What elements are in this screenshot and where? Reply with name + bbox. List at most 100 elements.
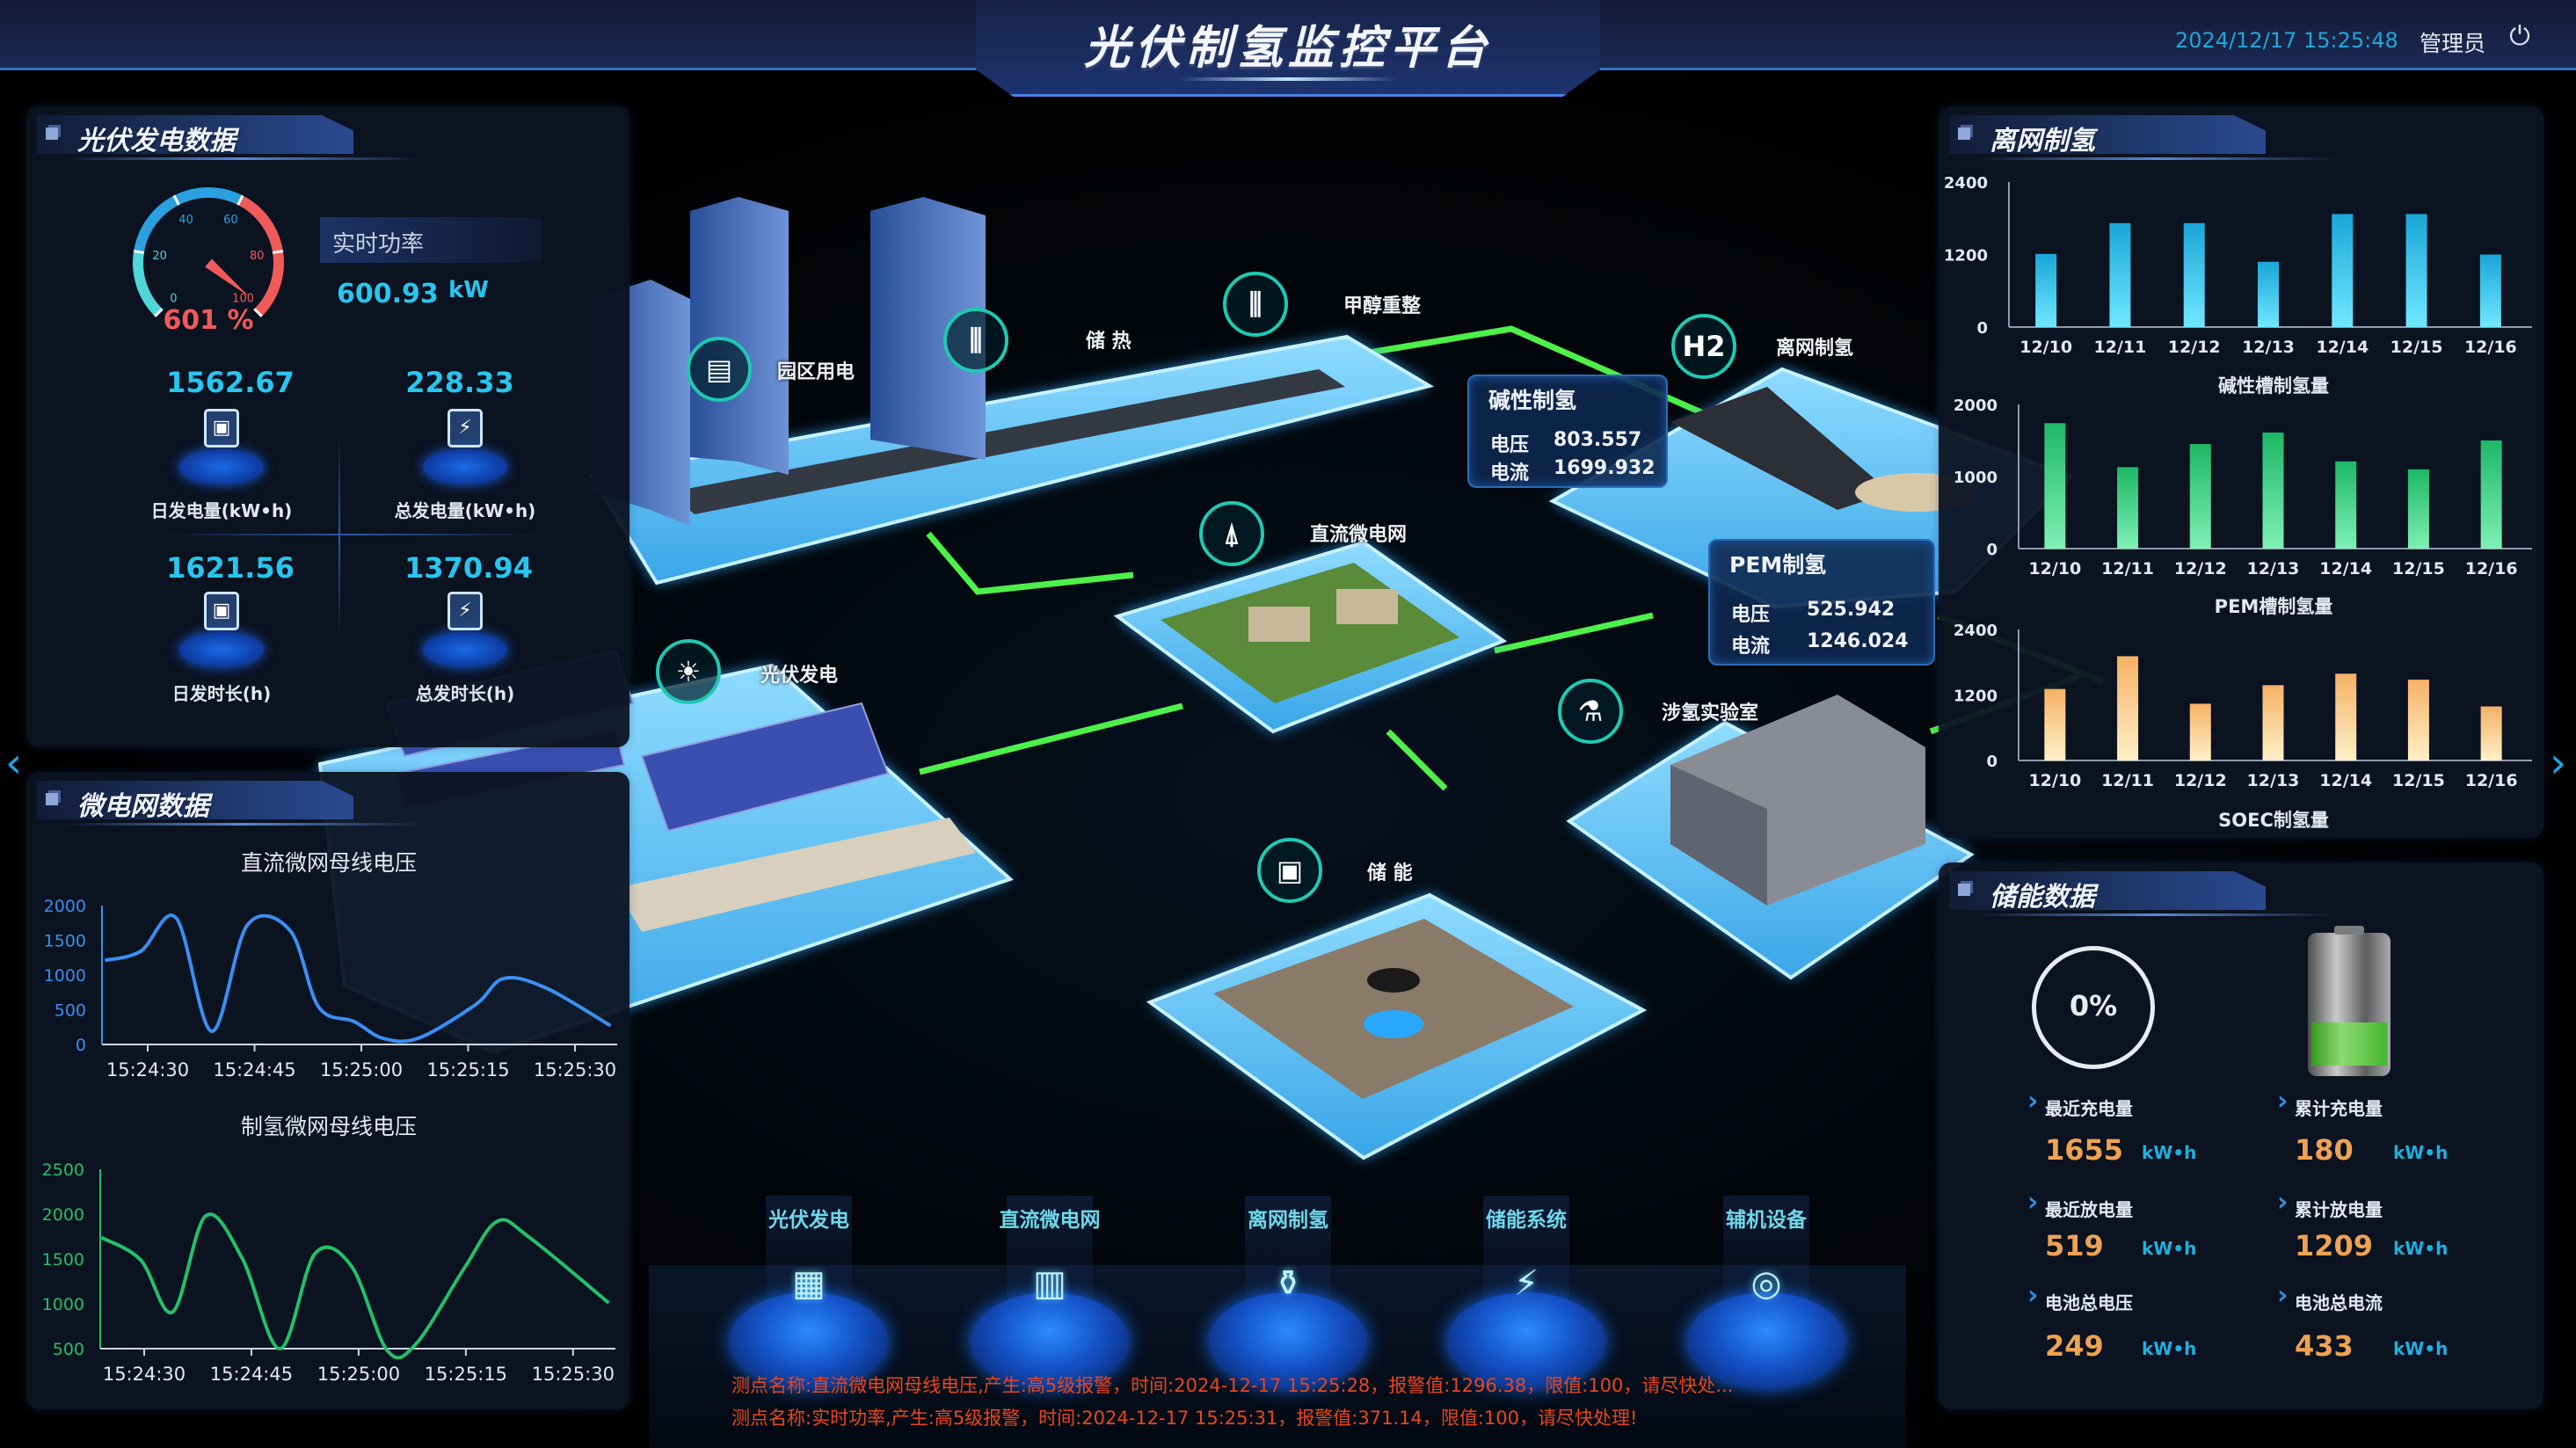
storage-stat-label: 电池总电压 [2027, 1280, 2133, 1314]
storage-stat-unit: kW•h [2142, 1142, 2197, 1163]
nav-pedestal [1687, 1292, 1845, 1389]
panel-square-icon [46, 793, 58, 805]
storage-stat-label: 电池总电流 [2277, 1280, 2383, 1314]
panel-header: 储能数据 [1939, 871, 2543, 916]
battery-level-fill [2311, 1022, 2387, 1066]
daily-energy-value: 1562.67 [166, 366, 295, 399]
panel-header: 离网制氢 [1939, 115, 2543, 160]
panel-header: 微电网数据 [26, 781, 629, 826]
solar-panel-icon: ▦ [792, 1263, 826, 1304]
storage-stat-unit: kW•h [2142, 1338, 2197, 1359]
platform-park[interactable] [588, 334, 1435, 586]
voltage-label: 电压 [1731, 604, 1771, 626]
voltage-label: 电压 [1490, 434, 1530, 456]
h2-bus-chart-title: 制氢微网母线电压 [240, 1114, 418, 1139]
map-label-pv[interactable]: 光伏发电 [760, 665, 839, 687]
panel-square-icon [46, 127, 58, 140]
storage-stat-unit: kW•h [2393, 1338, 2449, 1359]
platform-lab[interactable] [1566, 695, 1975, 980]
nav-pedestal [1447, 1292, 1605, 1389]
flask-icon[interactable]: ⚗ [1558, 679, 1623, 744]
storage-stat-value: 249 [2045, 1329, 2104, 1363]
soc-value: 0% [2069, 989, 2118, 1022]
storage-stat-value: 433 [2295, 1329, 2354, 1363]
map-label-storage[interactable]: 储 能 [1367, 862, 1413, 884]
title-tab: 光伏制氢监控平台 [976, 0, 1600, 97]
realtime-power-value: 600.93 [337, 279, 439, 309]
control-cabinet-icon: ▥ [1033, 1263, 1066, 1304]
nav-pedestal [730, 1292, 888, 1389]
power-icon[interactable]: ⏻ [2509, 21, 2530, 52]
storage-stat-unit: kW•h [2393, 1238, 2449, 1259]
voltage-value: 525.942 [1807, 599, 1896, 621]
user-name[interactable]: 管理员 [2420, 31, 2486, 56]
storage-stat-value: 180 [2295, 1133, 2354, 1167]
nav-item-1[interactable]: 光伏发电 ▦ [725, 1196, 892, 1389]
meter-icon: ▣ [179, 405, 264, 484]
chevron-right-icon[interactable]: › [2550, 739, 2567, 788]
current-label: 电流 [1490, 462, 1530, 484]
page-title: 光伏制氢监控平台 [1083, 22, 1492, 75]
map-label-methanol[interactable]: 甲醇重整 [1343, 295, 1422, 317]
signal-tower-icon[interactable]: ⍋ [1199, 501, 1264, 566]
panel-square-icon [1958, 884, 1970, 896]
map-label-heat-storage[interactable]: 储 热 [1086, 331, 1132, 353]
nav-label: 储能系统 [1486, 1209, 1567, 1232]
battery-icon: ⚡ [1513, 1263, 1539, 1304]
daily-energy-label: 日发电量(kW•h) [150, 500, 293, 521]
voltage-value: 803.557 [1554, 429, 1642, 451]
heat-storage-icon[interactable]: ⫼ [943, 308, 1008, 373]
nav-label: 直流微电网 [999, 1209, 1101, 1232]
fan-icon: ◎ [1750, 1263, 1782, 1304]
storage-stat-unit: kW•h [2142, 1238, 2197, 1259]
soec-chart-title: SOEC制氢量 [2218, 810, 2329, 831]
methanol-icon[interactable]: ⫼ [1223, 272, 1288, 337]
chevron-left-icon[interactable]: ‹ [5, 739, 23, 788]
nav-label: 光伏发电 [768, 1209, 849, 1232]
nav-label: 辅机设备 [1726, 1209, 1807, 1232]
storage-stat-unit: kW•h [2393, 1142, 2449, 1163]
storage-panel: 储能数据 0% [1939, 862, 2543, 1409]
platform-storage[interactable] [1146, 892, 1648, 1161]
daily-hours-value: 1621.56 [166, 551, 295, 585]
battery-icon[interactable]: ▣ [1257, 838, 1322, 903]
nav-pedestal [1209, 1292, 1367, 1389]
h2-icon[interactable]: H2 [1671, 314, 1736, 379]
map-label-dc-microgrid[interactable]: 直流微电网 [1310, 524, 1408, 546]
solar-icon[interactable]: ☀ [656, 639, 721, 704]
popup-title: 碱性制氢 [1488, 388, 1577, 413]
alkaline-h2-popup[interactable]: 碱性制氢 电压 803.557 电流 1699.932 [1467, 375, 1668, 488]
alarm-light-icon: ⚡ [423, 588, 507, 667]
platform-dc-microgrid[interactable] [1113, 540, 1508, 734]
datetime: 2024/12/17 15:25:48 [2175, 28, 2398, 53]
storage-stat-label: 累计放电量 [2277, 1187, 2383, 1221]
battery-icon [2308, 926, 2390, 1076]
daily-hours-label: 日发时长(h) [171, 683, 272, 704]
total-energy-label: 总发电量(kW•h) [394, 500, 536, 521]
panel-header: 光伏发电数据 [26, 115, 629, 160]
pem-h2-popup[interactable]: PEM制氢 电压 525.942 电流 1246.024 [1708, 539, 1935, 666]
current-value: 1246.024 [1807, 630, 1909, 652]
realtime-power-label: 实时功率 [332, 231, 425, 258]
nav-item-4[interactable]: 储能系统 ⚡ [1443, 1196, 1610, 1389]
building-icon[interactable]: ▤ [687, 337, 752, 402]
realtime-power-unit: kW [448, 277, 489, 303]
nav-item-2[interactable]: 直流微电网 ▥ [966, 1196, 1133, 1389]
title-glow [1178, 77, 1398, 81]
storage-stat-value: 519 [2045, 1229, 2104, 1262]
meter-icon: ▣ [179, 588, 264, 667]
divider-vertical [338, 431, 340, 642]
map-label-h2-lab[interactable]: 涉氢实验室 [1662, 702, 1759, 724]
nav-label: 离网制氢 [1248, 1209, 1328, 1232]
storage-stat-value: 1209 [2295, 1229, 2374, 1262]
panel-title: 储能数据 [1990, 882, 2095, 913]
nav-item-5[interactable]: 辅机设备 ◎ [1683, 1196, 1850, 1389]
alarm-message[interactable]: 测点名称:实时功率,产生:高5级报警，时间:2024-12-17 15:25:3… [731, 1408, 1638, 1429]
panel-title: 光伏发电数据 [77, 126, 236, 156]
hydrogen-tank-icon: ⚱ [1273, 1263, 1303, 1304]
nav-item-3[interactable]: 离网制氢 ⚱ [1204, 1196, 1372, 1389]
panel-title: 微电网数据 [77, 791, 209, 822]
map-label-park-power[interactable]: 园区用电 [777, 361, 855, 383]
map-label-offgrid-h2[interactable]: 离网制氢 [1776, 338, 1854, 360]
alarm-message[interactable]: 测点名称:直流微电网母线电压,产生:高5级报警，时间:2024-12-17 15… [731, 1375, 1734, 1396]
